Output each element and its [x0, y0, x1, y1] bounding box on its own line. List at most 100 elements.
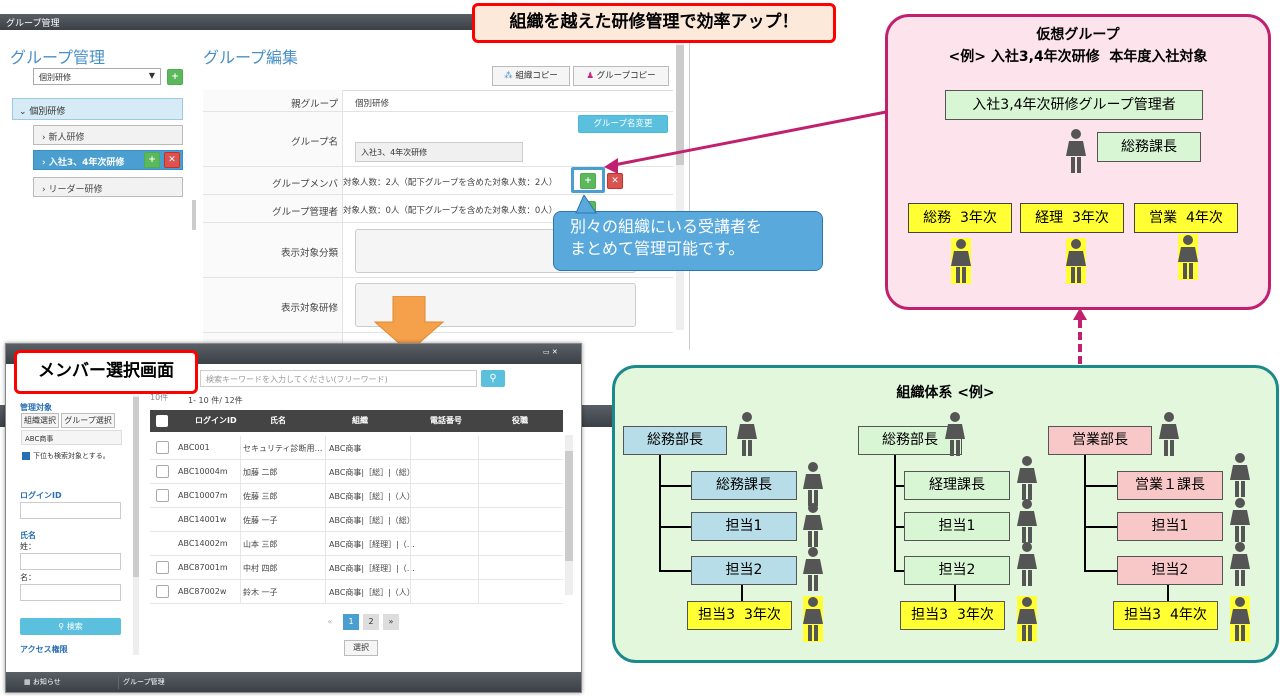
page-size-select[interactable]: 10件	[150, 393, 169, 402]
grid-icon: ▦	[24, 678, 33, 686]
add-subgroup-button[interactable]: +	[144, 152, 160, 168]
group-admin-value: 対象人数：0人（配下グループを含めた対象人数：0人）	[343, 206, 558, 216]
mei-input[interactable]	[20, 584, 121, 601]
tree-item-label: 新人研修	[48, 133, 85, 143]
include-sub-checkbox[interactable]	[22, 452, 30, 460]
name-label: 氏名	[20, 531, 36, 540]
info-bubble: 別々の組織にいる受講者を まとめて管理可能です。	[553, 211, 823, 271]
group-name-input[interactable]: 入社3、4年次研修	[355, 142, 523, 162]
staff-box: 営業１課長	[1117, 471, 1223, 500]
sidebar-item-root[interactable]: ⌄ 個別研修	[12, 98, 183, 120]
keyword-search-button[interactable]: ⚲	[481, 370, 505, 387]
virtual-member-1: 総務 3年次	[908, 203, 1012, 233]
login-id-input[interactable]	[20, 502, 121, 519]
page-1[interactable]: 1	[343, 614, 359, 630]
org-chart-title: 組織体系 <例>	[896, 385, 995, 401]
person-icon	[803, 461, 823, 507]
tree-line	[659, 570, 691, 572]
page-prev[interactable]: «	[327, 617, 333, 626]
rename-group-button[interactable]: グループ名変更	[578, 115, 668, 133]
row-checkbox[interactable]	[156, 561, 169, 574]
table-row[interactable]	[150, 436, 563, 460]
table-cell: 佐藤 一子	[243, 516, 278, 525]
sei-input[interactable]	[20, 553, 121, 570]
table-cell: ABC87002w	[178, 587, 227, 596]
taskbar-notice[interactable]: ▦ お知らせ	[20, 675, 102, 689]
table-row[interactable]	[150, 484, 563, 508]
chevron-right-icon: ›	[42, 133, 49, 143]
table-cell: 佐藤 三郎	[243, 492, 278, 501]
tree-item-label: 入社3、4年次研修	[48, 158, 125, 168]
delete-group-button[interactable]: ✕	[164, 152, 180, 168]
sidebar-item-3-4year[interactable]: › 入社3、4年次研修	[33, 150, 183, 170]
group-member-value: 対象人数：2人（配下グループを含めた対象人数：2人）	[343, 178, 558, 188]
staff-box: 担当1	[691, 512, 797, 541]
person-icon	[1017, 541, 1037, 587]
sidebar-scrollbar[interactable]	[192, 200, 196, 230]
group-select[interactable]: 個別研修 ▼	[33, 68, 161, 85]
header-checkbox[interactable]	[156, 415, 168, 427]
category-label: 表示対象分類	[280, 248, 338, 259]
filter-title: 管理対象	[20, 403, 52, 412]
staff-box: 担当2	[1117, 556, 1223, 585]
table-scrollbar[interactable]	[565, 435, 573, 595]
sidebar-item-new-hire[interactable]: › 新人研修	[33, 125, 183, 145]
person-icon	[1017, 596, 1037, 642]
chief-box: 総務課長	[1097, 132, 1201, 162]
person-icon	[1230, 541, 1250, 587]
delete-member-button[interactable]: ✕	[607, 173, 623, 189]
filter-scrollbar[interactable]	[133, 395, 139, 655]
main-scrollbar[interactable]	[676, 40, 684, 330]
column-header: 氏名	[270, 416, 286, 425]
sei-label: 姓：	[20, 542, 36, 551]
table-cell: ABC商事|［総］|（総）	[329, 516, 415, 525]
column-header: 電話番号	[430, 416, 462, 425]
staff-box: 総務課長	[691, 471, 797, 500]
table-row[interactable]	[150, 556, 563, 580]
table-cell: ABC001	[178, 443, 210, 452]
add-member-button[interactable]: +	[580, 173, 596, 189]
table-cell: セキュリティ診断用…	[243, 444, 323, 453]
dialog-taskbar	[6, 672, 581, 692]
sidebar-title: グループ管理	[10, 48, 106, 67]
table-cell: 中村 四郎	[243, 564, 278, 573]
column-header: 役職	[512, 416, 528, 425]
table-cell: ABC10004m	[178, 467, 228, 476]
sidebar-item-leader[interactable]: › リーダー研修	[33, 177, 183, 197]
include-sub-label: 下位も検索対象とする。	[33, 452, 110, 460]
page-next[interactable]: »	[383, 614, 399, 630]
tab-group-select[interactable]: グループ選択	[61, 413, 115, 428]
search-button[interactable]: ⚲ 検索	[20, 618, 121, 635]
row-checkbox[interactable]	[156, 585, 169, 598]
person-icon	[1159, 411, 1179, 457]
row-checkbox[interactable]	[156, 465, 169, 478]
table-cell: ABC14002m	[178, 539, 228, 548]
person-icon	[1017, 498, 1037, 544]
table-cell: ABC商事|［総］|（人）	[329, 492, 415, 501]
staff-box: 担当2	[691, 556, 797, 585]
select-button[interactable]: 選択	[344, 640, 378, 656]
taskbar-group[interactable]: グループ管理	[118, 675, 196, 689]
person-icon	[1017, 455, 1037, 501]
table-row[interactable]	[150, 508, 563, 532]
table-row[interactable]	[150, 460, 563, 484]
add-group-button[interactable]: +	[167, 69, 183, 85]
page-2[interactable]: 2	[363, 614, 379, 630]
org-copy-button[interactable]: ⁂ 組織コピー	[492, 66, 570, 86]
table-row[interactable]	[150, 532, 563, 556]
table-row[interactable]	[150, 580, 563, 604]
tab-org-select[interactable]: 組織選択	[21, 413, 59, 428]
group-copy-button[interactable]: ♟ グループコピー	[573, 66, 669, 86]
parent-group-label: 親グループ	[291, 99, 338, 110]
row-checkbox[interactable]	[156, 489, 169, 502]
table-cell: ABC87001m	[178, 563, 228, 572]
group-manager-box: 入社3,4年次研修グループ管理者	[945, 90, 1203, 120]
dashed-connector	[1078, 320, 1082, 364]
keyword-search-input[interactable]: 検索キーワードを入力してください(フリーワード)	[200, 370, 477, 387]
headline-callout: 組織を越えた研修管理で効率アップ！	[472, 3, 836, 43]
window-controls[interactable]: ▭ ✕	[543, 348, 558, 356]
course-label: 表示対象研修	[280, 303, 338, 314]
chevron-right-icon: ›	[42, 158, 49, 168]
table-cell: ABC商事|［経理］|（…	[329, 564, 415, 573]
row-checkbox[interactable]	[156, 441, 169, 454]
